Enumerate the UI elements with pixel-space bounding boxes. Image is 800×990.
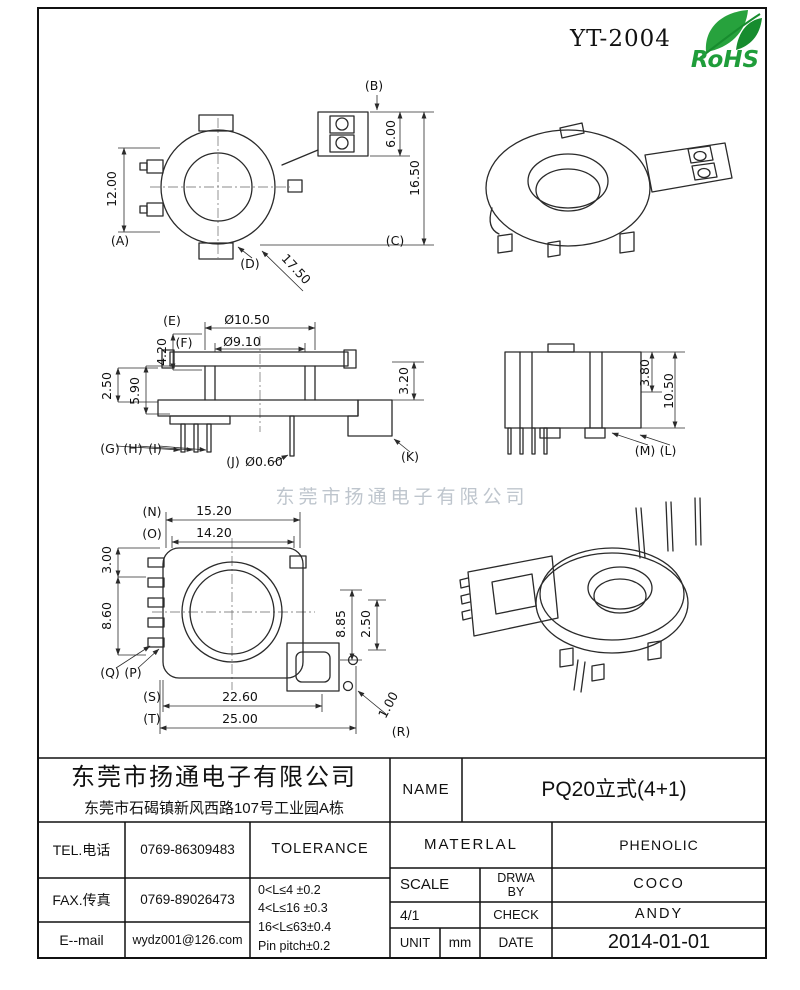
dim-25-00: 25.00 <box>222 711 258 726</box>
dim-dia-9-10: Ø9.10 <box>223 334 261 349</box>
check-value: ANDY <box>634 906 684 923</box>
dim-3-00: 3.00 <box>99 546 114 574</box>
dim-5-90: 5.90 <box>127 377 142 405</box>
tolerance-row: 4<L≤16 ±0.3 <box>258 901 328 916</box>
dim-label-o: (O) <box>142 526 162 541</box>
dim-label-i: (I) <box>148 441 161 456</box>
tel-label: TEL.电话 <box>52 841 111 858</box>
dim-12-00: 12.00 <box>104 171 119 207</box>
dim-22-60: 22.60 <box>222 689 258 704</box>
dim-label-s: (S) <box>143 689 161 704</box>
part-name-value: PQ20立式(4+1) <box>541 777 687 801</box>
dim-3-20: 3.20 <box>396 367 411 395</box>
rohs-logo: RoHS <box>691 10 762 73</box>
dim-dia-0-60: Ø0.60 <box>245 454 283 469</box>
tolerance-row: 0<L≤4 ±0.2 <box>258 882 321 897</box>
dim-label-k: (K) <box>401 449 419 464</box>
company-name: 东莞市扬通电子有限公司 <box>71 763 357 791</box>
dim-2-50-bot: 2.50 <box>358 610 373 638</box>
drawn-by-label-line1: DRWA <box>497 870 535 885</box>
watermark-text: 东莞市扬通电子有限公司 <box>275 486 528 508</box>
dim-4-20: 4.20 <box>154 338 169 366</box>
tolerance-table: 0<L≤4 ±0.2 4<L≤16 ±0.3 16<L≤63±0.4 Pin p… <box>250 878 390 958</box>
view-side: 3.80 10.50 (M) (L) <box>504 343 685 458</box>
dim-label-n: (N) <box>142 504 161 519</box>
dim-label-p: (P) <box>124 665 141 680</box>
part-number: YT-2004 <box>570 26 671 52</box>
view-section: (E) Ø10.50 (F) Ø9.10 4.20 2.50 5.90 3.20… <box>99 312 424 469</box>
tolerance-row: 16<L≤63±0.4 <box>258 920 332 934</box>
tel-value: 0769-86309483 <box>140 842 235 858</box>
sheet-frame <box>37 7 767 959</box>
drawn-by-value: COCO <box>633 876 685 893</box>
material-value: PHENOLIC <box>619 836 699 853</box>
scale-label: SCALE <box>400 876 450 894</box>
dim-17-50: 17.50 <box>279 251 314 287</box>
view-front: (B) 6.00 16.50 12.00 (A) (C) (D) 17.50 <box>104 78 434 292</box>
unit-value: mm <box>448 935 472 951</box>
view-iso-top <box>485 122 733 258</box>
company-address: 东莞市石碣镇新风西路107号工业园A栋 <box>83 800 345 818</box>
dim-label-d: (D) <box>240 256 259 271</box>
dim-label-j: (J) <box>226 454 239 469</box>
tolerance-row: Pin pitch±0.2 <box>258 938 331 953</box>
drawn-by-label-line2: BY <box>507 885 525 899</box>
email-value: wydz001@126.com <box>132 932 243 947</box>
dim-label-l: (L) <box>660 443 677 458</box>
drawn-by-label: DRWA BY <box>480 868 552 902</box>
dim-label-e: (E) <box>163 313 181 328</box>
dim-label-r: (R) <box>392 724 410 739</box>
dim-8-60: 8.60 <box>99 602 114 630</box>
date-label: DATE <box>498 935 534 951</box>
dim-label-h: (H) <box>123 441 142 456</box>
dim-15-20: 15.20 <box>196 503 232 518</box>
dim-label-q: (Q) <box>100 665 120 680</box>
view-iso-bottom <box>459 497 702 693</box>
title-block-grid <box>38 757 766 958</box>
check-label: CHECK <box>493 907 539 923</box>
dim-label-g: (G) <box>100 441 119 456</box>
dim-dia-10-50: Ø10.50 <box>224 312 270 327</box>
dim-2-50-sec: 2.50 <box>99 372 114 400</box>
dim-label-f: (F) <box>176 335 193 350</box>
dim-label-b: (B) <box>365 78 383 93</box>
dim-label-a: (A) <box>111 233 129 248</box>
dim-label-c: (C) <box>386 233 404 248</box>
dim-1-00: 1.00 <box>375 689 401 721</box>
name-label: NAME <box>402 781 450 799</box>
dim-label-t: (T) <box>143 711 160 726</box>
scale-value: 4/1 <box>400 906 420 923</box>
dim-16-50: 16.50 <box>407 160 422 196</box>
view-bottom: (N) 15.20 (O) 14.20 3.00 8.60 (Q) (P) (S… <box>99 503 410 739</box>
fax-label: FAX.传真 <box>52 891 111 908</box>
tolerance-label: TOLERANCE <box>271 841 369 858</box>
dim-14-20: 14.20 <box>196 525 232 540</box>
rohs-label: RoHS <box>691 47 759 73</box>
date-value: 2014-01-01 <box>607 931 711 954</box>
material-label: MATERLAL <box>423 836 519 854</box>
dim-10-50: 10.50 <box>661 373 676 409</box>
dim-8-85: 8.85 <box>333 610 348 638</box>
email-label: E--mail <box>59 931 104 948</box>
dim-label-m: (M) <box>635 443 656 458</box>
dim-3-80: 3.80 <box>637 359 652 387</box>
fax-value: 0769-89026473 <box>140 892 235 908</box>
dim-6-00: 6.00 <box>383 120 398 148</box>
unit-label: UNIT <box>399 935 431 951</box>
